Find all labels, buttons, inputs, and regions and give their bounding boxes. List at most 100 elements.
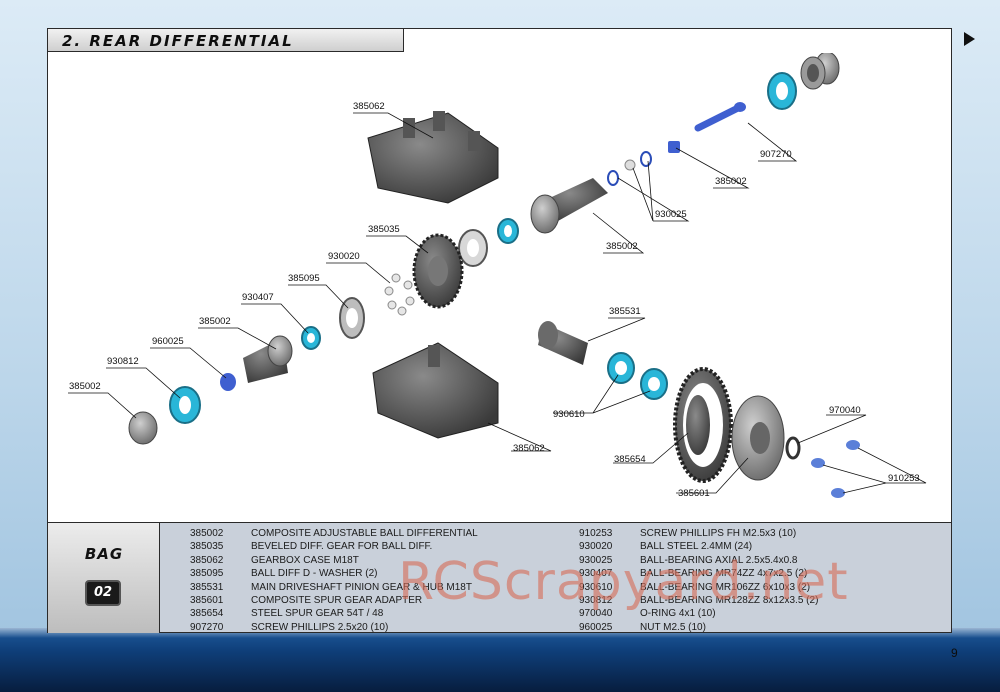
part-number: 385601: [190, 595, 224, 607]
callout-label: 930020: [328, 251, 360, 262]
bearing-icon: [640, 368, 668, 400]
part-number: 930610: [579, 581, 613, 593]
callout-label: 385601: [678, 488, 710, 499]
parts-column-right: 910253 SCREW PHILLIPS FH M2.5x3 (10) 9300…: [579, 527, 818, 634]
parts-row: 907270 SCREW PHILLIPS 2.5x20 (10): [190, 621, 478, 634]
part-number: 385062: [190, 554, 224, 566]
callout-label: 385062: [513, 443, 545, 454]
parts-row: 385062 GEARBOX CASE M18T: [190, 554, 478, 567]
part-description: MAIN DRIVESHAFT PINION GEAR & HUB M18T: [251, 581, 472, 593]
callout-label: 970040: [829, 405, 861, 416]
part-description: NUT M2.5 (10): [640, 621, 706, 633]
part-description: BALL STEEL 2.4MM (24): [640, 541, 753, 553]
callout-label: 385035: [368, 224, 400, 235]
callout-label: 930407: [242, 292, 274, 303]
parts-row: 930020 BALL STEEL 2.4MM (24): [579, 540, 818, 553]
callout-label: 385062: [353, 101, 385, 112]
callout-label: 385654: [614, 454, 646, 465]
part-number: 385035: [190, 541, 224, 553]
callout-label: 930812: [107, 356, 139, 367]
screw-icon: [694, 102, 746, 132]
part-description: BEVELED DIFF. GEAR FOR BALL DIFF.: [251, 541, 433, 553]
callout-label: 385095: [288, 273, 320, 284]
bottom-band: [0, 628, 1000, 692]
part-description: SCREW PHILLIPS FH M2.5x3 (10): [640, 528, 797, 539]
parts-row: 930812 BALL-BEARING MR128ZZ 8x12x3.5 (2): [579, 594, 818, 607]
callout-label: 960025: [152, 336, 184, 347]
parts-row: 385095 BALL DIFF D - WASHER (2): [190, 567, 478, 580]
parts-row: 910253 SCREW PHILLIPS FH M2.5x3 (10): [579, 527, 818, 540]
part-number: 930025: [579, 554, 613, 566]
bushing-icon: [128, 411, 158, 445]
part-description: COMPOSITE SPUR GEAR ADAPTER: [251, 595, 423, 607]
diff-housing-icon: [243, 335, 293, 383]
part-description: STEEL SPUR GEAR 54T / 48: [251, 608, 384, 620]
callout-label: 385002: [606, 241, 638, 252]
diff-washer-icon: [339, 297, 365, 339]
gearbox-case-top-icon: [367, 111, 499, 204]
next-page-arrow-icon[interactable]: [964, 32, 975, 46]
section-title: 2. REAR DIFFERENTIAL: [47, 28, 404, 52]
exploded-diagram: 385062 907270 385002 930025 385002 38503…: [68, 53, 927, 499]
bearing-icon: [497, 218, 519, 244]
callout-label: 385002: [199, 316, 231, 327]
parts-row: 930025 BALL-BEARING AXIAL 2.5x5.4x0.8: [579, 554, 818, 567]
callout-label: 930025: [655, 209, 687, 220]
callout-label: 385002: [715, 176, 747, 187]
part-description: BALL-BEARING MR74ZZ 4x7x2.5 (2): [640, 568, 808, 580]
part-number: 930020: [579, 541, 613, 553]
o-ring-icon: [785, 436, 801, 460]
bearing-icon: [767, 72, 797, 110]
screw-icon: [811, 440, 860, 498]
rear-bushing-icon: [800, 53, 840, 90]
gearbox-case-bottom-icon: [372, 342, 499, 439]
part-number: 385654: [190, 608, 224, 620]
band-highlight: [0, 628, 1000, 638]
part-description: BALL DIFF D - WASHER (2): [251, 568, 378, 580]
callout-label: 910253: [888, 473, 920, 484]
parts-row: 960025 NUT M2.5 (10): [579, 621, 818, 634]
part-description: BALL-BEARING MR106ZZ 6x10x3 (2): [640, 581, 811, 593]
part-number: 907270: [190, 621, 224, 633]
parts-row: 385654 STEEL SPUR GEAR 54T / 48: [190, 607, 478, 620]
pinion-gear-icon: [538, 321, 588, 365]
bag-label: BAG: [84, 545, 124, 563]
part-number: 970040: [579, 608, 613, 620]
bearing-icon: [301, 326, 321, 350]
diff-balls-icon: [384, 273, 415, 316]
part-number: 385002: [190, 528, 224, 539]
part-number: 930407: [579, 568, 613, 580]
part-description: GEARBOX CASE M18T: [251, 554, 359, 566]
parts-row: 930610 BALL-BEARING MR106ZZ 6x10x3 (2): [579, 581, 818, 594]
part-description: O-RING 4x1 (10): [640, 608, 716, 620]
part-number: 930812: [579, 595, 613, 607]
parts-row: 970040 O-RING 4x1 (10): [579, 607, 818, 620]
part-number: 910253: [579, 528, 613, 539]
bearing-icon: [169, 386, 201, 424]
parts-row: 385035 BEVELED DIFF. GEAR FOR BALL DIFF.: [190, 540, 478, 553]
callout-label: 907270: [760, 149, 792, 160]
parts-row: 930407 BALL-BEARING MR74ZZ 4x7x2.5 (2): [579, 567, 818, 580]
bearing-icon: [607, 352, 635, 384]
watermark: RCScrapyard.net: [398, 552, 849, 612]
bag-indicator: BAG 02: [48, 523, 160, 633]
page-number: 9: [951, 646, 958, 660]
part-number: 385095: [190, 568, 224, 580]
part-description: BALL-BEARING MR128ZZ 8x12x3.5 (2): [640, 595, 819, 607]
spur-gear-icon: [673, 367, 733, 483]
callout-label: 385002: [69, 381, 101, 392]
part-number: 385531: [190, 581, 224, 593]
diff-outdrive-icon: [530, 178, 608, 234]
part-description: BALL-BEARING AXIAL 2.5x5.4x0.8: [640, 554, 798, 566]
nut-icon: [668, 141, 680, 153]
axial-bearing-icon: [607, 151, 652, 186]
callout-label: 385531: [609, 306, 641, 317]
parts-row: 385531 MAIN DRIVESHAFT PINION GEAR & HUB …: [190, 581, 478, 594]
part-description: SCREW PHILLIPS 2.5x20 (10): [251, 621, 389, 633]
callout-label: 930610: [553, 409, 585, 420]
bag-number-badge: 02: [85, 580, 121, 606]
part-number: 960025: [579, 621, 613, 633]
spur-adapter-icon: [731, 395, 785, 481]
